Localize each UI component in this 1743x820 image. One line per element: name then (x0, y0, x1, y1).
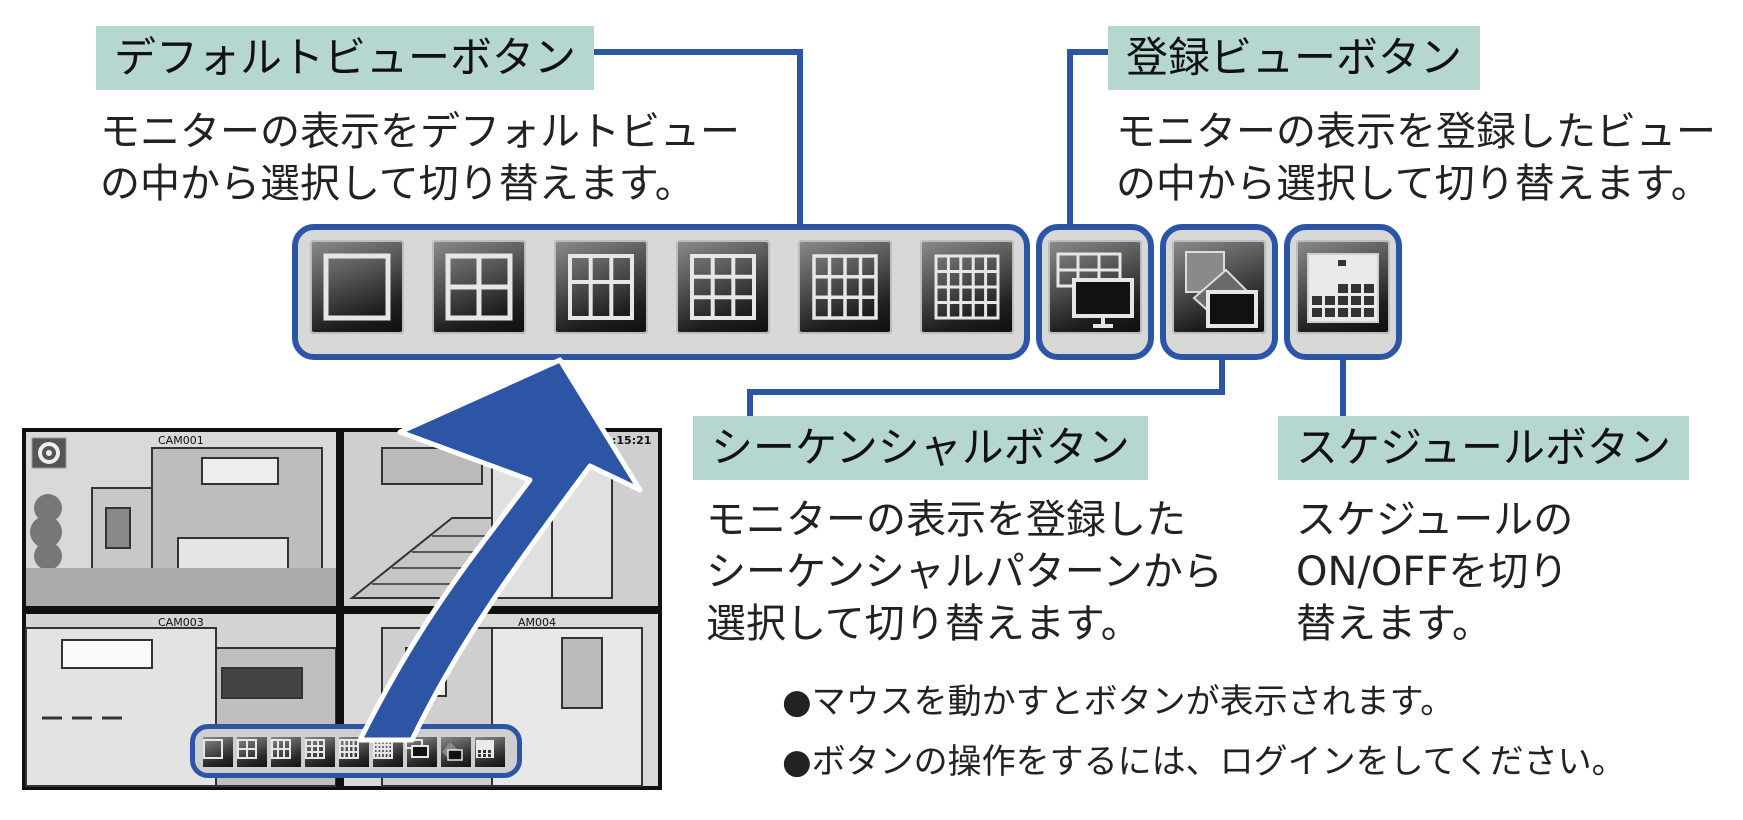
layout-5x5-button[interactable] (920, 240, 1014, 334)
layout-3x3-button[interactable] (554, 240, 648, 334)
desc-line: 替えます。 (1296, 601, 1492, 647)
schedule-button-group (1284, 224, 1402, 360)
layout-1x1-icon (323, 253, 391, 321)
note-login-required: ●ボタンの操作をするには、ログインをしてください。 (782, 742, 1626, 782)
mini-layout-1x1-button[interactable] (203, 737, 233, 767)
desc-registered-view: モニターの表示を登録したビュー の中から選択して切り替えます。 (1116, 106, 1716, 210)
default-view-button-group (292, 224, 1030, 360)
desc-line: の中から選択して切り替えます。 (1116, 161, 1711, 207)
desc-line: の中から選択して切り替えます。 (100, 161, 695, 207)
label-sequential: シーケンシャルボタン (693, 416, 1148, 480)
registered-view-button-group (1036, 224, 1154, 360)
layout-4x4-button[interactable] (798, 240, 892, 334)
camera-label: AM004 (518, 616, 557, 629)
mini-layout-2x2-button[interactable] (237, 737, 267, 767)
gear-icon (31, 437, 67, 469)
label-default-view: デフォルトビューボタン (96, 26, 595, 90)
registered-view-icon (1056, 252, 1134, 328)
layout-3x3-icon (568, 254, 634, 320)
sequential-icon (1185, 251, 1258, 328)
desc-schedule: スケジュールの ON/OFFを切り 替えます。 (1296, 494, 1573, 650)
clock-readout: :15:21 (612, 434, 652, 447)
schedule-button[interactable] (1296, 240, 1390, 334)
layout-3x4-button[interactable] (676, 240, 770, 334)
sequential-button[interactable] (1172, 240, 1266, 334)
calendar-icon (1307, 253, 1379, 323)
desc-line: 選択して切り替えます。 (706, 601, 1141, 647)
desc-default-view: モニターの表示をデフォルトビュー の中から選択して切り替えます。 (100, 106, 740, 210)
layout-3x4-icon (690, 254, 756, 320)
layout-5x5-icon (934, 254, 1000, 320)
note-mouse-move: ●マウスを動かすとボタンが表示されます。 (782, 682, 1455, 722)
camera-label: CAM001 (158, 434, 204, 447)
mini-toolbar-icons (203, 739, 494, 761)
label-registered-view: 登録ビューボタン (1108, 26, 1481, 90)
desc-line: ON/OFFを切り (1296, 549, 1569, 595)
desc-line: モニターの表示をデフォルトビュー (100, 109, 740, 155)
layout-4x4-icon (812, 254, 878, 320)
desc-line: モニターの表示を登録した (706, 497, 1186, 543)
layout-2x2-button[interactable] (432, 240, 526, 334)
mini-layout-3x3-button[interactable] (271, 737, 301, 767)
desc-line: スケジュールの (1296, 497, 1574, 543)
label-schedule: スケジュールボタン (1278, 416, 1690, 480)
desc-line: モニターの表示を登録したビュー (1116, 109, 1716, 155)
layout-1x1-button[interactable] (310, 240, 404, 334)
registered-view-button[interactable] (1048, 240, 1142, 334)
desc-line: シーケンシャルパターンから (706, 549, 1223, 595)
sequential-button-group (1160, 224, 1278, 360)
camera-label: CAM003 (158, 616, 204, 629)
desc-sequential: モニターの表示を登録した シーケンシャルパターンから 選択して切り替えます。 (706, 494, 1223, 650)
layout-2x2-icon (445, 253, 513, 321)
